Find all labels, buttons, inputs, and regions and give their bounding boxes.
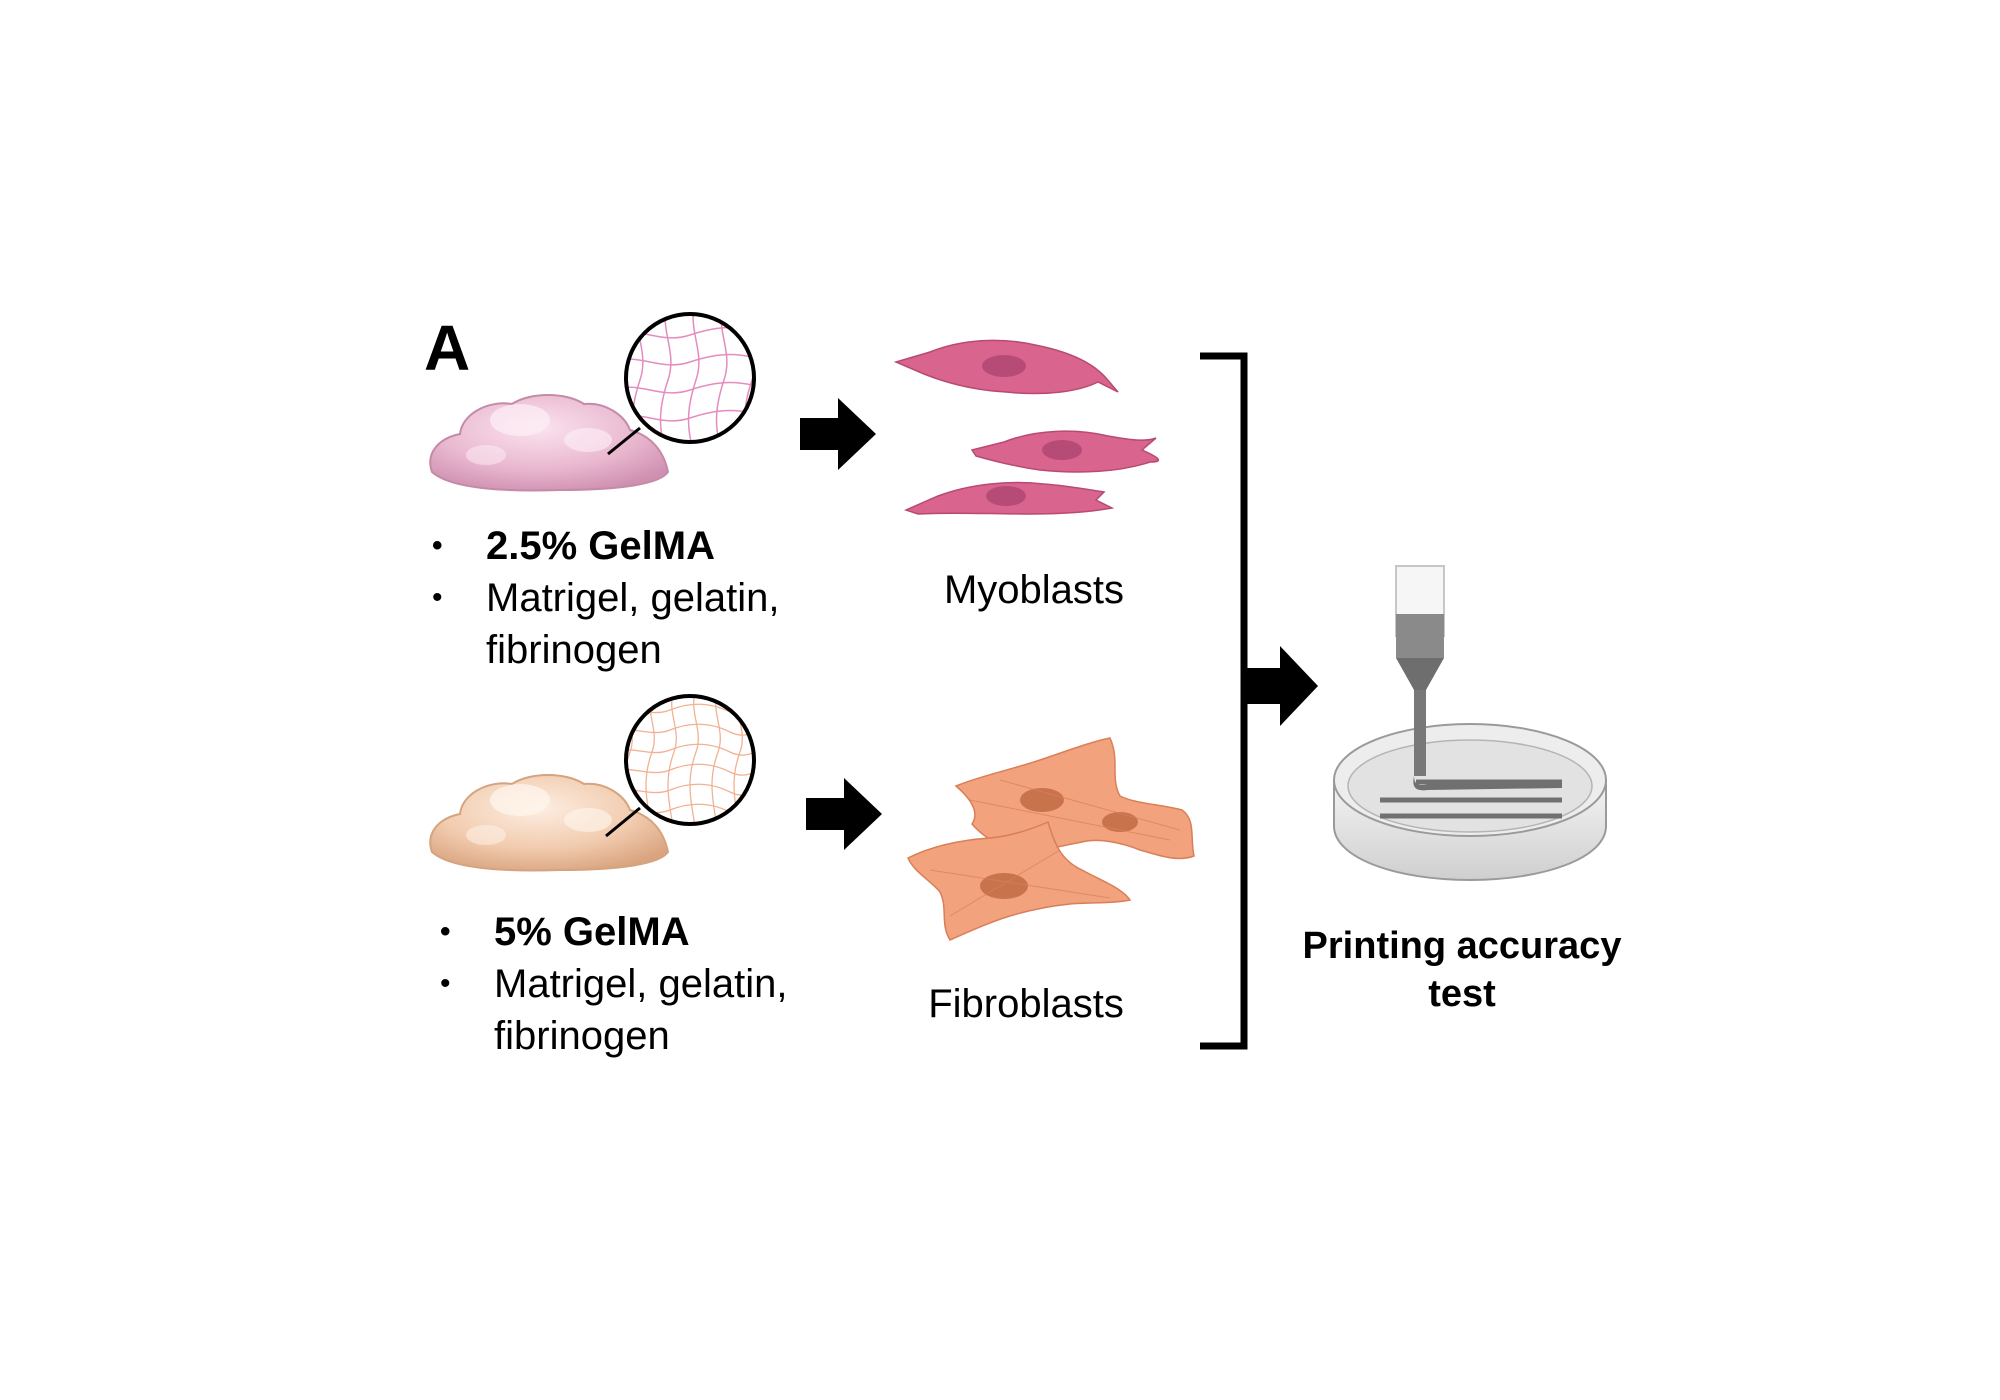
- bracket: [1200, 352, 1248, 1050]
- arrow-right-icon: [800, 398, 876, 470]
- bullet-list-bottom: 5% GelMA Matrigel, gelatin, fibrinogen: [436, 906, 834, 1062]
- panel-letter: A: [424, 312, 471, 384]
- cell-label-fibroblasts: Fibroblasts: [928, 982, 1124, 1026]
- fibroblast-cells: [907, 737, 1195, 941]
- arrow-right-icon: [1244, 646, 1318, 726]
- cell-label-myoblasts: Myoblasts: [943, 568, 1125, 612]
- hydrogel-blob-bottom: [429, 774, 670, 872]
- myoblast-cells: [893, 339, 1160, 515]
- hydrogel-concentration: 5% GelMA: [436, 906, 834, 958]
- hydrogel-blob-top: [429, 394, 670, 492]
- hydrogel-additives: Matrigel, gelatin, fibrinogen: [436, 958, 834, 1062]
- hydrogel-additives: Matrigel, gelatin, fibrinogen: [428, 572, 826, 676]
- output-label: Printing accuracy test: [1302, 925, 1622, 1015]
- arrow-right-icon: [806, 778, 882, 850]
- hydrogel-concentration: 2.5% GelMA: [428, 520, 826, 572]
- bioprinter-petri-dish-icon: [1333, 565, 1607, 882]
- bullet-list-top: 2.5% GelMA Matrigel, gelatin, fibrinogen: [428, 520, 826, 676]
- magnifier-mesh-bottom: [624, 694, 756, 826]
